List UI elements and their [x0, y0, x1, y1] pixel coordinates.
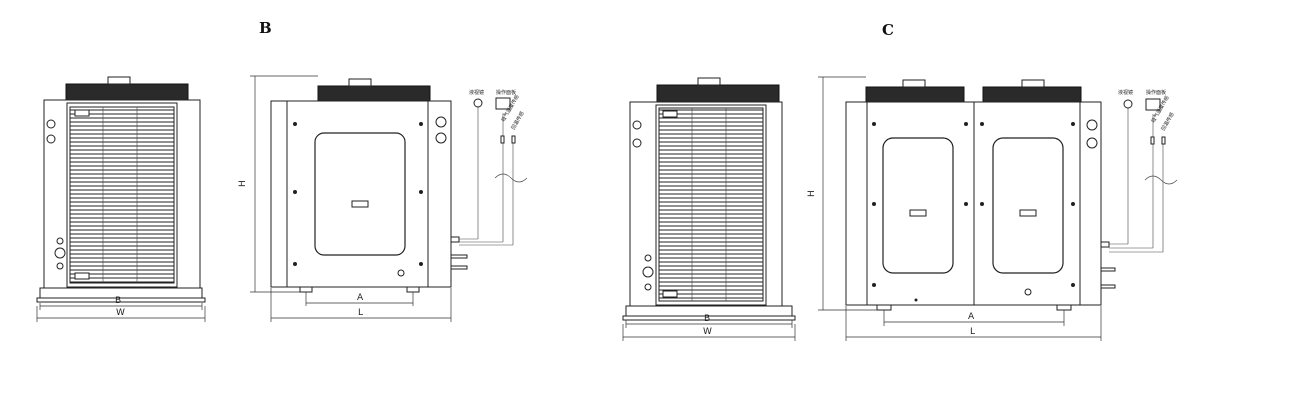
- accessory-label-controller: 操作面板: [496, 89, 516, 96]
- section-label-b: B: [259, 19, 272, 37]
- dim-label-h-b: H: [238, 180, 248, 187]
- dimension-w: W: [36, 306, 206, 322]
- dimension-b-c: B: [625, 314, 793, 328]
- dim-label-b-c: B: [704, 314, 710, 324]
- dimension-h-c: H: [807, 76, 877, 311]
- dim-label-a-c: A: [968, 312, 975, 322]
- section-label-c: C: [882, 21, 894, 39]
- dimension-l-c: L: [845, 306, 1102, 341]
- dimension-b: B: [39, 296, 203, 310]
- dim-label-w-c: W: [703, 327, 712, 337]
- dimension-a-b: A: [305, 292, 414, 306]
- dim-label-w: W: [116, 308, 125, 318]
- accessory-label-sensor-2: 回温传感: [510, 110, 526, 131]
- accessory-label-pressure-switch-c: 液视镜: [1118, 89, 1133, 96]
- dimension-l-b: L: [270, 288, 452, 322]
- dim-label-b: B: [115, 296, 121, 306]
- unit-b-side-view: [36, 76, 206, 303]
- dimension-h-b: H: [238, 75, 318, 293]
- unit-b-front-view: [270, 78, 528, 293]
- dimension-a-c: A: [883, 310, 1065, 326]
- unit-c-side-view: [622, 77, 796, 321]
- dimension-w-c: W: [622, 324, 796, 341]
- unit-c-front-view: [845, 79, 1178, 311]
- dim-label-a-b: A: [357, 293, 364, 303]
- accessory-label-pressure-switch: 液视镜: [469, 89, 484, 96]
- unit-c-accessories: 液视镜 操作面板 吸气温度传感 回温传感: [1118, 89, 1176, 145]
- accessory-label-sensor-2-c: 回温传感: [1160, 111, 1176, 132]
- dim-label-l-b: L: [358, 308, 363, 318]
- accessory-label-controller-c: 操作面板: [1146, 89, 1166, 96]
- dim-label-h-c: H: [807, 190, 817, 197]
- unit-b-accessories: 液视镜 操作面板 吸气温度传感 回温传感: [469, 89, 526, 144]
- dim-label-l-c: L: [970, 327, 975, 337]
